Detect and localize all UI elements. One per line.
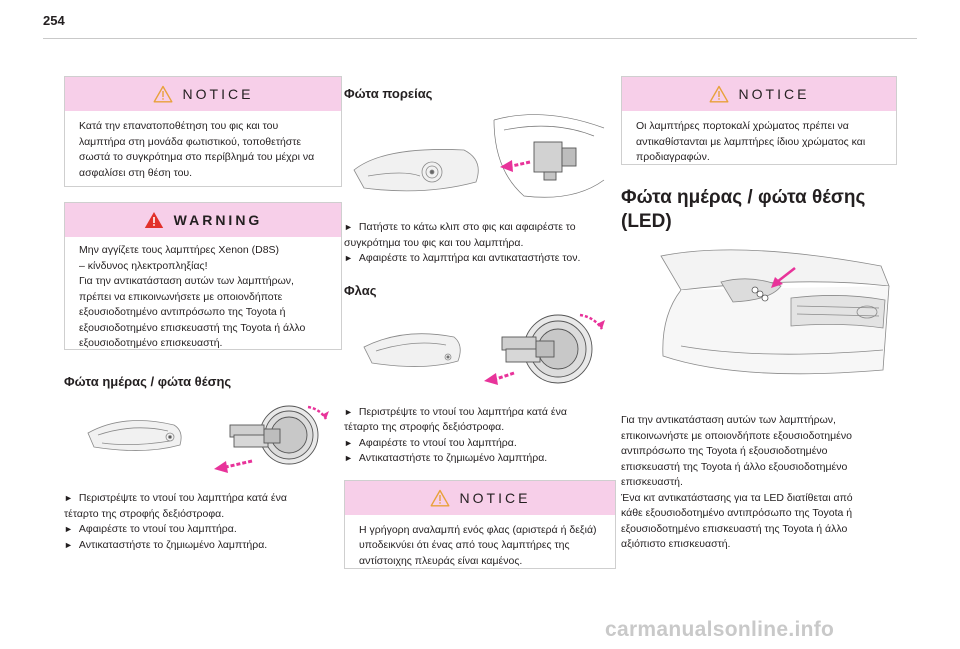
notice-header: NOTICE xyxy=(65,77,341,111)
main-beam-illustration xyxy=(344,110,616,206)
notice-text: Οι λαμπτήρες πορτοκαλί χρώματος πρέπει ν… xyxy=(622,111,896,175)
section-title-led: Φώτα ημέρας / φώτα θέσης (LED) xyxy=(621,186,897,234)
notice-triangle-icon xyxy=(709,85,729,103)
text-line: Η γρήγορη αναλαμπή ενός φλας (αριστερά ή… xyxy=(359,523,597,536)
step-arrow-icon: ► xyxy=(64,493,73,503)
step-arrow-icon: ► xyxy=(64,524,73,534)
text-line: υποδεικνύει ότι ένας από τους λαμπτήρες … xyxy=(359,539,570,551)
warning-box: WARNING Μην αγγίζετε τους λαμπτήρες Xeno… xyxy=(64,202,342,350)
step-2: ► Αφαιρέστε το ντουί του λαμπτήρα. xyxy=(64,522,342,538)
text-line: Οι λαμπτήρες πορτοκαλί χρώματος πρέπει ν… xyxy=(636,120,849,132)
step-3: ► Αντικαταστήστε το ζημιωμένο λαμπτήρα. xyxy=(64,538,342,554)
warning-header: WARNING xyxy=(65,203,341,237)
notice-header: NOTICE xyxy=(622,77,896,111)
steps-indicators: ► Περιστρέψτε το ντουί του λαμπτήρα κατά … xyxy=(344,405,616,467)
step-2: ► Αφαιρέστε το λαμπτήρα και αντικαταστήστ… xyxy=(344,251,616,267)
text-line: επισκευαστή. xyxy=(621,476,683,488)
text-line: Για την αντικατάσταση αυτών των λαμπτήρω… xyxy=(621,414,836,426)
notice-box: NOTICE Η γρήγορη αναλαμπή ενός φλας (αρι… xyxy=(344,479,616,569)
notice-label: NOTICE xyxy=(182,86,254,102)
text-line: αξιόπιστο επισκευαστή. xyxy=(621,538,731,550)
column-1: NOTICE Κατά την επανατοποθέτηση του φις … xyxy=(64,76,342,553)
step-arrow-icon: ► xyxy=(344,453,353,463)
led-illustration xyxy=(621,246,897,386)
page-number: 254 xyxy=(43,13,65,28)
text-line: σωστά το συγκρότημα στο περίβλημά του μέ… xyxy=(79,151,315,163)
vehicle-front-illustration xyxy=(660,249,890,375)
bulb-socket-illustration xyxy=(87,405,329,473)
step-text: Αφαιρέστε το ντουί του λαμπτήρα. xyxy=(78,523,237,535)
notice-text: Η γρήγορη αναλαμπή ενός φλας (αριστερά ή… xyxy=(345,515,615,579)
text-line: αντιπρόσωπο της Toyota ή εξουσιοδοτημένο xyxy=(621,445,828,457)
step-1-cont: τέταρτο της στροφής δεξιόστροφα. xyxy=(344,421,505,433)
led-text: Για την αντικατάσταση αυτών των λαμπτήρω… xyxy=(621,413,897,553)
warning-triangle-icon xyxy=(144,212,163,228)
text-line: αντικαθίστανται με λαμπτήρες ίδιου χρώμα… xyxy=(636,135,866,148)
text-line: Μην αγγίζετε τους λαμπτήρες Xenon (D8S) xyxy=(79,244,280,256)
step-1: ► Περιστρέψτε το ντουί του λαμπτήρα κατά … xyxy=(344,405,616,421)
section-title-indicators: Φλας xyxy=(344,282,377,298)
text-line: πρέπει να επικοινωνήσετε με οποιονδήποτε xyxy=(79,290,283,303)
text-line: εξουσιοδοτημένο επισκευαστή της Toyota ή… xyxy=(79,321,306,334)
step-2: ► Αφαιρέστε το ντουί του λαμπτήρα. xyxy=(344,436,616,452)
notice-box: NOTICE Οι λαμπτήρες πορτοκαλί χρώματος π… xyxy=(621,76,897,165)
step-text: Πατήστε το κάτω κλιπ στο φις και αφαιρέσ… xyxy=(358,221,576,233)
step-arrow-icon: ► xyxy=(64,539,73,550)
step-1: ► Περιστρέψτε το ντουί του λαμπτήρα κατά … xyxy=(64,491,342,507)
step-text: Αντικαταστήστε το ζημιωμένο λαμπτήρα. xyxy=(358,452,548,464)
text-line: κάθε εξουσιοδοτημένο αντιπρόσωπο της Toy… xyxy=(621,507,853,519)
step-arrow-icon: ► xyxy=(344,222,353,232)
text-line: επικοινωνήστε με οποιονδήποτε εξουσιοδοτ… xyxy=(621,429,852,442)
notice-box: NOTICE Κατά την επανατοποθέτηση του φις … xyxy=(64,76,342,187)
text-line: εξουσιοδοτημένο επισκευαστή της Toyota ή… xyxy=(621,522,848,535)
step-text: Περιστρέψτε το ντουί του λαμπτήρα κατά έ… xyxy=(78,492,287,504)
text-line: προδιαγραφών. xyxy=(636,151,710,163)
text-line: Ένα κιτ αντικατάστασης για τα LED διατίθ… xyxy=(621,491,853,504)
headlamp-plug-illustration xyxy=(353,114,605,198)
step-1: ► Πατήστε το κάτω κλιπ στο φις και αφαιρέ… xyxy=(344,220,616,236)
indicator-illustration xyxy=(344,311,616,391)
column-2: Φώτα πορείας ►Πατήστ xyxy=(344,86,616,569)
steps: ► Περιστρέψτε το ντουί του λαμπτήρα κατά … xyxy=(64,491,342,553)
text-line: – κίνδυνος ηλεκτροπληξίας! xyxy=(79,259,208,272)
notice-triangle-icon xyxy=(153,85,173,103)
text-line: επισκευαστή της Toyota ή άλλο εξουσιοδοτ… xyxy=(621,460,848,473)
drl-bulb-illustration xyxy=(64,403,342,473)
text-line: Κατά την επανατοποθέτηση του φις και του xyxy=(79,120,279,132)
steps-main-beam: ► Πατήστε το κάτω κλιπ στο φις και αφαιρέ… xyxy=(344,220,616,267)
warning-label: WARNING xyxy=(173,212,263,228)
notice-label: NOTICE xyxy=(459,489,531,506)
step-text: Αντικαταστήστε το ζημιωμένο λαμπτήρα. xyxy=(78,538,268,551)
step-3: ► Αντικαταστήστε το ζημιωμένο λαμπτήρα. xyxy=(344,451,616,467)
section-title-main-beam: Φώτα πορείας xyxy=(344,86,433,101)
header-rule xyxy=(43,38,917,39)
section-title: Φώτα ημέρας / φώτα θέσης xyxy=(64,374,232,389)
step-arrow-icon: ► xyxy=(344,253,353,263)
watermark: carmanualsonline.info xyxy=(605,618,835,641)
step-text: Περιστρέψτε το ντουί του λαμπτήρα κατά έ… xyxy=(358,405,567,418)
text-line: ασφαλίσει στη θέση του. xyxy=(79,166,193,179)
step-text: Αφαιρέστε το λαμπτήρα και αντικαταστήστε… xyxy=(358,252,581,264)
indicator-bulb-illustration xyxy=(363,313,605,385)
notice-header: NOTICE xyxy=(345,480,615,515)
step-1-cont: συγκρότημα του φις και του λαμπτήρα. xyxy=(344,236,524,249)
text-line: εξουσιοδοτημένο επισκευαστή. xyxy=(79,337,223,349)
column-3: NOTICE Οι λαμπτήρες πορτοκαλί χρώματος π… xyxy=(621,76,897,553)
step-arrow-icon: ► xyxy=(344,437,353,448)
text-line: λαμπτήρα στη μονάδα φωτιστικού, τοποθετή… xyxy=(79,135,302,148)
warning-text: Μην αγγίζετε τους λαμπτήρες Xenon (D8S) … xyxy=(65,237,341,361)
step-text: Αφαιρέστε το ντουί του λαμπτήρα. xyxy=(358,436,517,449)
text-line: αντίστοιχης πλευράς είναι καμένος. xyxy=(359,554,523,567)
text-line: Για την αντικατάσταση αυτών των λαμπτήρω… xyxy=(79,275,294,287)
notice-label: NOTICE xyxy=(738,86,810,102)
text-line: εξουσιοδοτημένο αντιπρόσωπο της Toyota ή xyxy=(79,306,286,318)
step-1-cont: τέταρτο της στροφής δεξιόστροφα. xyxy=(64,507,225,520)
step-arrow-icon: ► xyxy=(344,406,353,417)
notice-text: Κατά την επανατοποθέτηση του φις και του… xyxy=(65,111,341,190)
title-line-2: (LED) xyxy=(621,211,672,232)
notice-triangle-icon xyxy=(430,489,450,506)
title-line-1: Φώτα ημέρας / φώτα θέσης xyxy=(621,187,866,208)
